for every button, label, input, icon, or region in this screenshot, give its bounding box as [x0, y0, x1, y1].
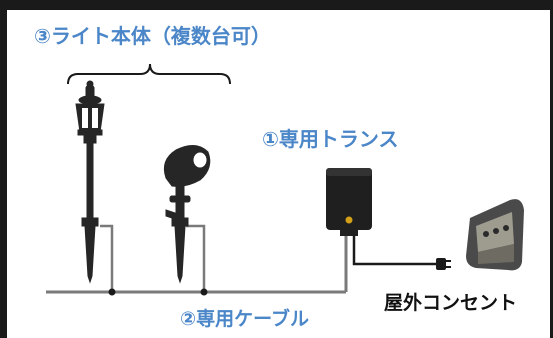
power-cord: [352, 236, 436, 266]
outdoor-outlet-icon: [466, 199, 524, 271]
plug-icon: [436, 258, 451, 270]
transformer-label: ①専用トランス: [262, 127, 399, 151]
junction-dot: [108, 288, 116, 296]
cable-branch-lantern: [100, 224, 114, 292]
cable-branch-spotlight: [186, 224, 206, 292]
transformer-icon: [326, 168, 372, 236]
lights-label: ③ライト本体（複数台可）: [34, 24, 271, 48]
cable-label: ②専用ケーブル: [180, 308, 309, 330]
dark-border-left: [0, 0, 7, 338]
spotlight-icon: [163, 145, 211, 284]
outlet-label: 屋外コンセント: [384, 292, 518, 314]
lantern-light-icon: [75, 80, 105, 284]
brace-icon: [67, 63, 231, 85]
junction-dot: [200, 288, 208, 296]
dark-border-right: [550, 0, 553, 338]
dark-border-top: [0, 0, 553, 10]
